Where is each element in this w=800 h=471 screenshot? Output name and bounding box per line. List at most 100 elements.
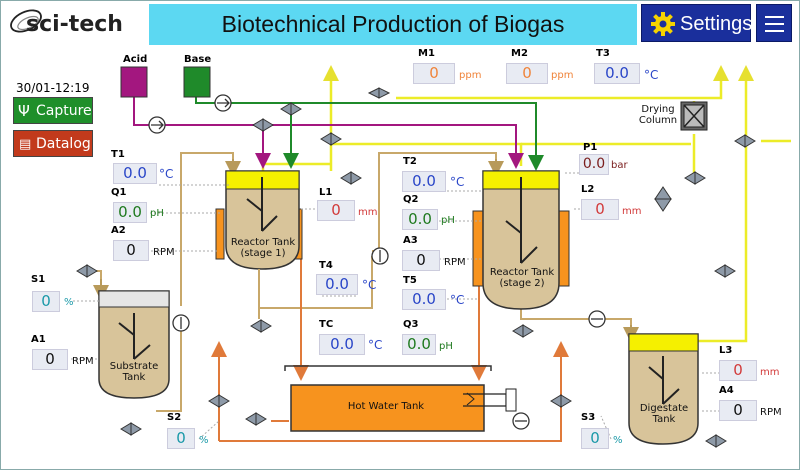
column-word: Column	[638, 115, 678, 126]
pump-icons	[148, 94, 606, 430]
substrate-tank	[98, 290, 170, 399]
reactor-1-stage: (stage 1)	[240, 248, 286, 259]
m2-label: M2	[511, 48, 528, 59]
l2-unit: mm	[622, 206, 642, 217]
m2-value: 0	[506, 63, 548, 84]
settings-label: Settings	[680, 13, 753, 35]
reactor-tank-2	[472, 170, 570, 310]
a3-label: A3	[403, 235, 418, 246]
menu-icon-bar	[765, 30, 784, 32]
reactor-tank-1	[215, 170, 303, 319]
s1-label: S1	[31, 274, 46, 285]
base-label: Base	[184, 54, 212, 65]
l2-value: 0	[581, 199, 619, 220]
tc-unit: °C	[368, 338, 383, 352]
menu-icon-bar	[765, 23, 784, 25]
l3-value: 0	[719, 360, 757, 381]
menu-icon	[765, 16, 784, 18]
s2-label: S2	[167, 412, 182, 423]
t2-label: T2	[403, 156, 417, 167]
page-title: Biotechnical Production of Biogas	[149, 4, 637, 45]
a4-label: A4	[719, 385, 734, 396]
usb-icon: Ψ	[18, 102, 30, 120]
datalog-button[interactable]: ▤ Datalog	[13, 130, 93, 157]
t3-value: 0.0	[594, 63, 640, 84]
reactor-tank-1-label: Reactor Tank(stage 1)	[223, 237, 303, 259]
logo-swoosh-icon	[10, 9, 42, 33]
a2-label: A2	[111, 225, 126, 236]
s1-value: 0	[32, 291, 60, 312]
document-icon: ▤	[19, 137, 32, 152]
t4-unit: °C	[362, 278, 377, 292]
t5-label: T5	[403, 275, 417, 286]
digestate-tank-word: Tank	[652, 414, 676, 425]
capture-label: Capture	[36, 103, 92, 119]
t5-unit: °C	[450, 293, 465, 307]
q3-label: Q3	[403, 319, 419, 330]
l1-unit: mm	[358, 207, 378, 218]
s3-label: S3	[581, 412, 596, 423]
a4-value: 0	[719, 400, 757, 421]
s1-unit: %	[64, 297, 74, 308]
t4-value: 0.0	[316, 274, 358, 295]
acid-reservoir	[120, 66, 148, 98]
logo-text: sci-tech	[26, 12, 123, 37]
t1-unit: °C	[159, 167, 174, 181]
l3-unit: mm	[760, 367, 780, 378]
l1-value: 0	[317, 200, 355, 221]
a3-unit: RPM	[444, 257, 466, 268]
sci-tech-logo: sci-tech	[4, 4, 149, 45]
capture-button[interactable]: Ψ Capture	[13, 97, 93, 124]
settings-button[interactable]: Settings	[641, 4, 753, 42]
a3-value: 0	[402, 250, 440, 271]
reactor-tank-2-label: Reactor Tank(stage 2)	[481, 267, 563, 289]
q1-unit: pH	[150, 208, 164, 219]
m1-label: M1	[418, 48, 435, 59]
l3-label: L3	[719, 345, 733, 356]
reactor-2-name: Reactor Tank	[489, 267, 555, 278]
q2-unit: pH	[441, 215, 455, 226]
l1-label: L1	[319, 187, 333, 198]
a2-unit: RPM	[153, 247, 175, 258]
t2-value: 0.0	[402, 171, 446, 192]
gear-icon	[651, 12, 675, 36]
drying-column	[680, 101, 708, 131]
hot-water-tank	[284, 365, 517, 432]
a1-label: A1	[31, 334, 46, 345]
base-reservoir	[183, 66, 211, 98]
m1-unit: ppm	[459, 70, 482, 81]
digestate-tank	[628, 333, 699, 445]
a1-value: 0	[32, 349, 68, 370]
a4-unit: RPM	[760, 407, 782, 418]
m1-value: 0	[413, 63, 455, 84]
acid-label: Acid	[123, 54, 148, 65]
valve-icons	[76, 87, 756, 448]
substrate-name: Substrate	[109, 361, 159, 372]
t3-label: T3	[596, 48, 610, 59]
s2-value: 0	[167, 428, 195, 449]
tc-label: TC	[319, 319, 334, 330]
t5-value: 0.0	[402, 289, 446, 310]
s3-unit: %	[613, 435, 623, 446]
p1-unit: bar	[611, 160, 628, 171]
q3-unit: pH	[439, 341, 453, 352]
a1-unit: RPM	[72, 356, 94, 367]
q3-value: 0.0	[402, 334, 436, 355]
menu-button[interactable]	[756, 4, 792, 42]
a2-value: 0	[113, 240, 149, 261]
t2-unit: °C	[450, 175, 465, 189]
reactor-2-stage: (stage 2)	[499, 278, 545, 289]
p1-label: P1	[583, 142, 598, 153]
t1-value: 0.0	[113, 163, 157, 184]
t4-label: T4	[319, 260, 333, 271]
t1-label: T1	[111, 149, 125, 160]
q2-label: Q2	[403, 194, 419, 205]
substrate-tank-word: Tank	[122, 372, 146, 383]
m2-unit: ppm	[551, 70, 574, 81]
datalog-label: Datalog	[36, 136, 91, 152]
